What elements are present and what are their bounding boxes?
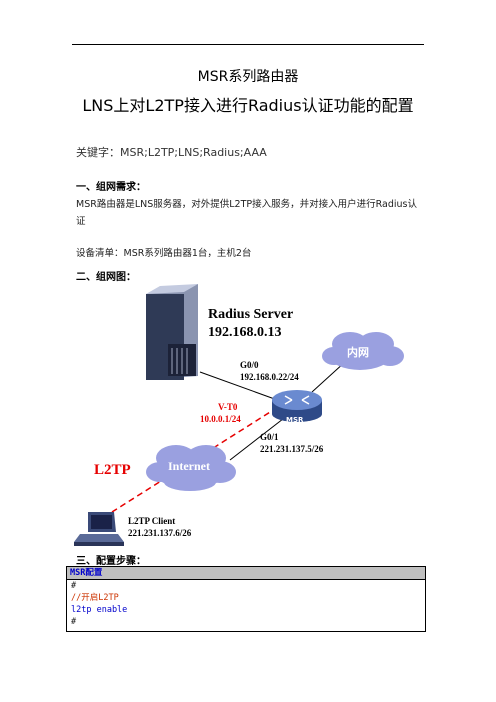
keywords: 关键字：MSR;L2TP;LNS;Radius;AAA bbox=[76, 146, 267, 159]
vt-ip: 10.0.0.1/24 bbox=[200, 414, 241, 424]
network-diagram: Radius Server 192.168.0.13 内网 G0/0 192.1… bbox=[60, 276, 440, 560]
msr-router-icon bbox=[272, 390, 322, 422]
config-comment: //开启L2TP bbox=[71, 593, 119, 603]
title-line-1: MSR系列路由器 bbox=[197, 69, 299, 85]
requirements-text: MSR路由器是LNS服务器，对外提供L2TP接入服务，并对接入用户进行Radiu… bbox=[76, 199, 417, 227]
intranet-label: 内网 bbox=[347, 345, 369, 359]
config-line: # bbox=[71, 617, 77, 627]
g01-label: G0/1 bbox=[260, 432, 279, 442]
l2tp-label: L2TP bbox=[94, 462, 131, 478]
g00-label: G0/0 bbox=[240, 360, 259, 370]
server-ip: 192.168.0.13 bbox=[208, 325, 282, 340]
config-command: l2tp enable bbox=[71, 605, 128, 615]
config-line: # bbox=[71, 581, 77, 591]
vt-label: V-T0 bbox=[218, 402, 238, 412]
g00-ip: 192.168.0.22/24 bbox=[240, 372, 299, 382]
internet-label: Internet bbox=[168, 459, 210, 473]
internet-cloud-icon bbox=[146, 445, 236, 491]
intranet-cloud-icon bbox=[322, 332, 404, 370]
diagram-heading: 二、组网图： bbox=[76, 272, 136, 283]
client-name: L2TP Client bbox=[128, 516, 175, 526]
server-name: Radius Server bbox=[208, 307, 293, 322]
title-line-2: LNS上对L2TP接入进行Radius认证功能的配置 bbox=[82, 96, 414, 115]
requirements-heading: 一、组网需求： bbox=[76, 182, 146, 193]
steps-heading: 三、配置步骤： bbox=[76, 556, 146, 567]
header-rule bbox=[72, 44, 424, 45]
client-ip: 221.231.137.6/26 bbox=[128, 528, 192, 538]
equipment-text: 设备清单：MSR系列路由器1台，主机2台 bbox=[76, 248, 252, 259]
config-header: MSR配置 bbox=[67, 567, 425, 580]
config-block: MSR配置 # //开启L2TP l2tp enable # bbox=[66, 566, 426, 632]
router-label: MSR bbox=[286, 416, 304, 424]
radius-server-icon bbox=[146, 284, 198, 380]
client-pc-icon bbox=[74, 512, 124, 546]
g01-ip: 221.231.137.5/26 bbox=[260, 444, 324, 454]
